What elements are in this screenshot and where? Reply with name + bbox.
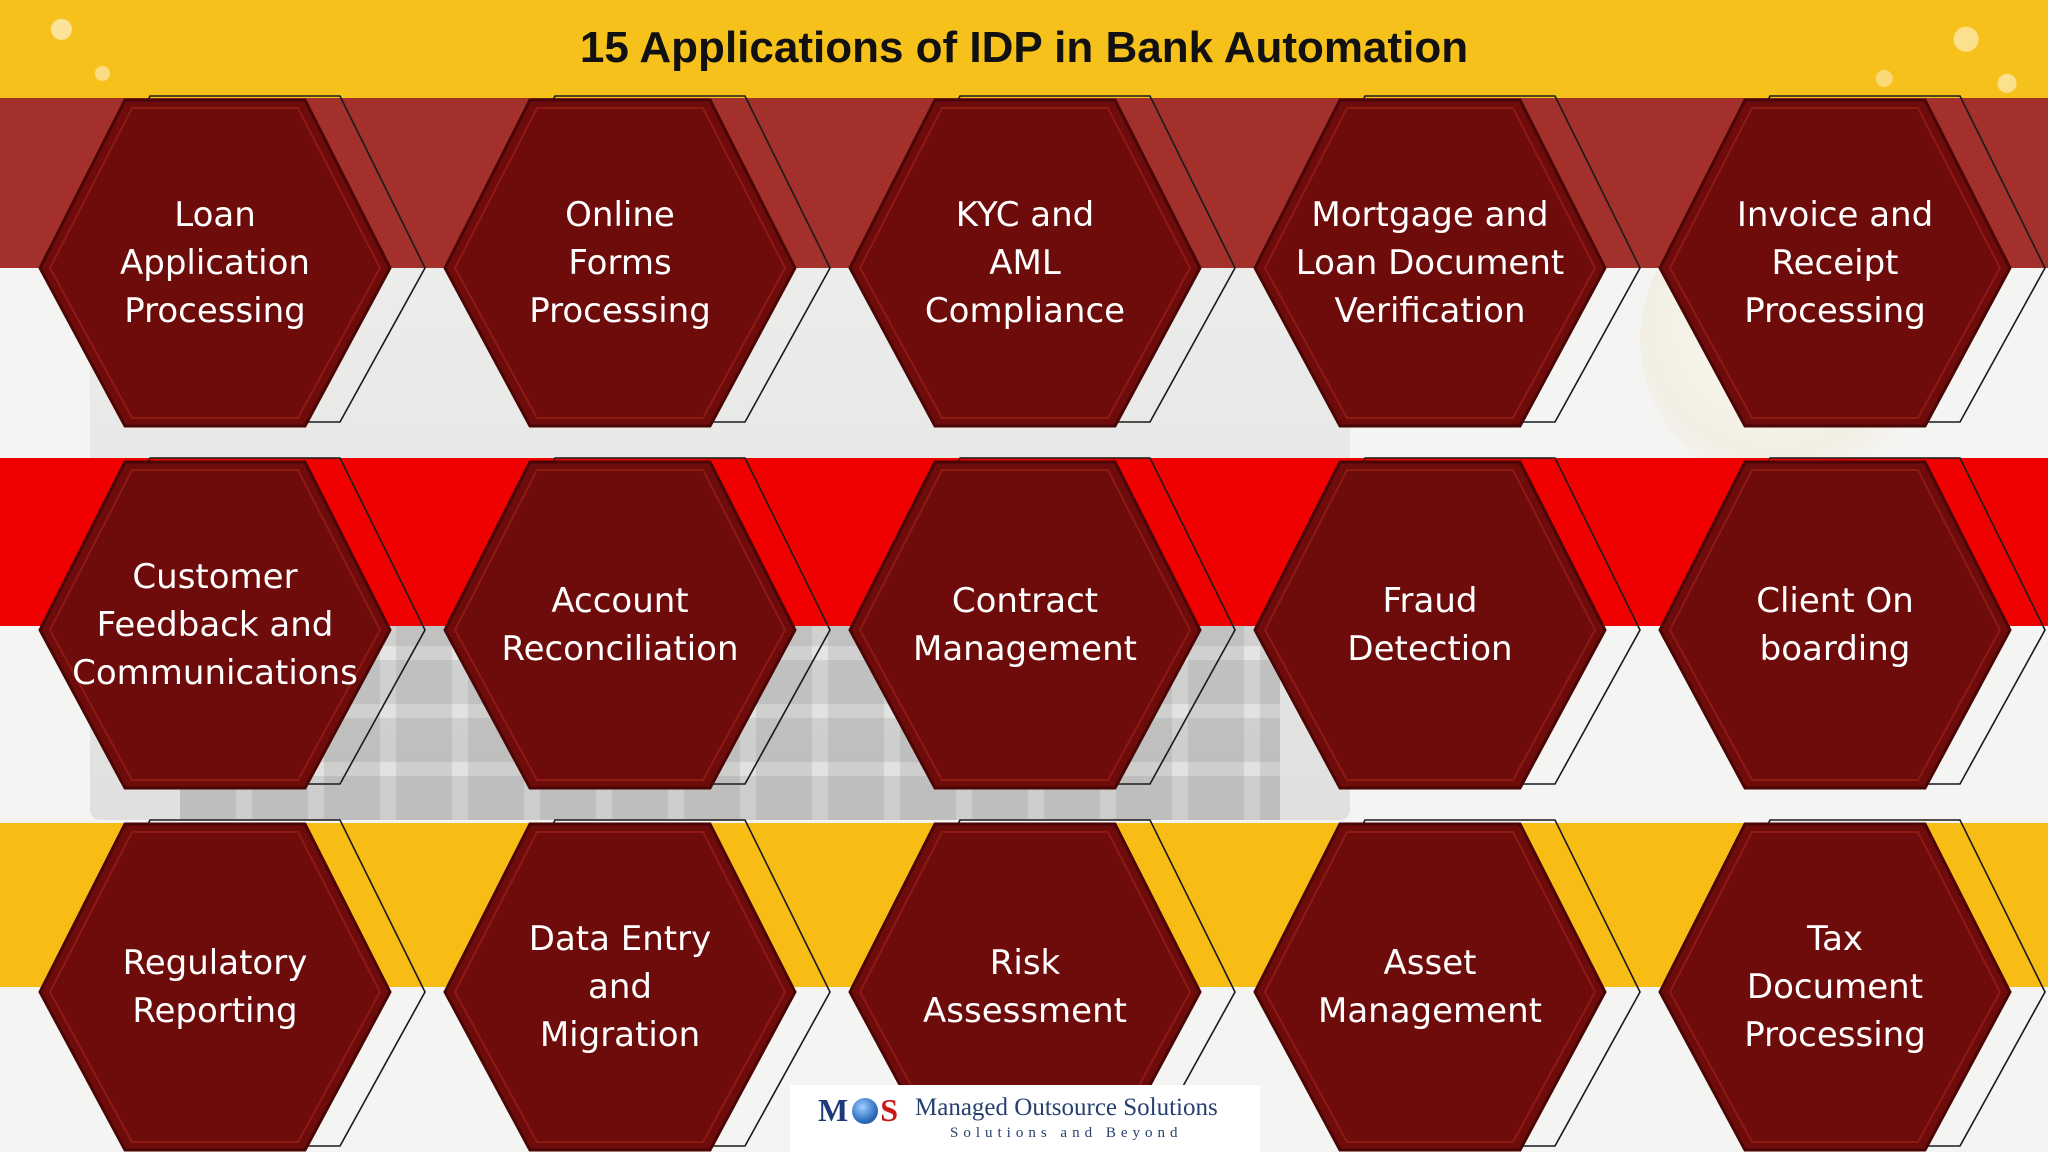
- hexagon-inner-border: [48, 469, 382, 781]
- application-card: KYC and AML Compliance: [848, 95, 1280, 440]
- hexagon-shape: [1253, 95, 1641, 428]
- application-label: KYC and AML Compliance: [924, 195, 1126, 331]
- hexagon-inner-border: [858, 107, 1192, 419]
- application-card: Contract Management: [848, 457, 1280, 802]
- application-card: Customer Feedback and Communications: [38, 457, 470, 802]
- application-label: Fraud Detection: [1347, 581, 1513, 669]
- application-label: Asset Management: [1318, 943, 1542, 1031]
- application-label: Client On boarding: [1756, 581, 1914, 669]
- hexagon-shape: [38, 819, 426, 1152]
- application-label: Tax Document Processing: [1744, 919, 1926, 1055]
- hexagon-fill: [1658, 822, 2012, 1152]
- application-label: Account Reconciliation: [501, 581, 739, 669]
- hexagon-inner-border: [1668, 469, 2002, 781]
- globe-icon: [852, 1098, 879, 1124]
- hexagon-shape: [1253, 457, 1641, 790]
- application-label: Contract Management: [913, 581, 1137, 669]
- application-card: Data Entry and Migration: [443, 819, 875, 1152]
- hexagon-shape: [443, 457, 831, 790]
- hexagon-fill: [38, 460, 392, 790]
- company-tagline: Solutions and Beyond: [950, 1125, 1183, 1141]
- application-label: Risk Assessment: [923, 943, 1127, 1031]
- hexagon-shape: [1658, 95, 2046, 428]
- application-label: Mortgage and Loan Document Verification: [1295, 195, 1565, 331]
- application-label: Invoice and Receipt Processing: [1736, 195, 1934, 331]
- hexagon-fill: [848, 98, 1202, 428]
- hexagon-fill: [38, 822, 392, 1152]
- hexagon-fill: [443, 822, 797, 1152]
- application-card: Account Reconciliation: [443, 457, 875, 802]
- logo-letter-m: M: [818, 1092, 851, 1128]
- hexagon-shape: [1658, 819, 2046, 1152]
- application-card: Asset Management: [1253, 819, 1685, 1152]
- application-card: Client On boarding: [1658, 457, 2048, 802]
- hexagon-fill: [1658, 460, 2012, 790]
- application-card: Tax Document Processing: [1658, 819, 2048, 1152]
- hexagon-fill: [1253, 822, 1607, 1152]
- application-card: Loan Application Processing: [38, 95, 470, 440]
- hexagon-fill: [1253, 460, 1607, 790]
- hexagon-shape: [443, 95, 831, 428]
- application-card: Online Forms Processing: [443, 95, 875, 440]
- application-label: Customer Feedback and Communications: [72, 557, 358, 693]
- hexagon-fill: [443, 98, 797, 428]
- hexagon-inner-border: [1263, 469, 1597, 781]
- hexagon-shape: [848, 457, 1236, 790]
- application-card: Fraud Detection: [1253, 457, 1685, 802]
- hexagon-shape: [848, 95, 1236, 428]
- hexagon-inner-border: [858, 469, 1192, 781]
- application-card: Invoice and Receipt Processing: [1658, 95, 2048, 440]
- application-card: Risk Assessment: [848, 819, 1280, 1152]
- hexagon-shape: [38, 95, 426, 428]
- hexagon-fill: [1658, 98, 2012, 428]
- company-name: Managed Outsource Solutions: [915, 1094, 1218, 1121]
- application-label: Data Entry and Migration: [528, 919, 712, 1055]
- hexagon-inner-border: [453, 831, 787, 1143]
- hexagon-inner-border: [48, 107, 382, 419]
- hexagon-shape: [443, 819, 831, 1152]
- hexagon-inner-border: [1263, 831, 1597, 1143]
- application-card: Mortgage and Loan Document Verification: [1253, 95, 1685, 440]
- hexagon-inner-border: [1263, 107, 1597, 419]
- hexagon-inner-border: [1668, 107, 2002, 419]
- hexagon-fill: [443, 460, 797, 790]
- hexagon-inner-border: [453, 469, 787, 781]
- hexagon-shape: [38, 457, 426, 790]
- application-label: Loan Application Processing: [120, 195, 310, 331]
- application-label: Online Forms Processing: [529, 195, 711, 331]
- hexagon-fill: [38, 98, 392, 428]
- hexagon-shape: [1658, 457, 2046, 790]
- page-title: 15 Applications of IDP in Bank Automatio…: [579, 23, 1469, 72]
- hexagon-inner-border: [48, 831, 382, 1143]
- application-label: Regulatory Reporting: [122, 943, 308, 1031]
- title-bar: [0, 0, 2048, 98]
- hexagon-inner-border: [1668, 831, 2002, 1143]
- hexagon-shape: [1253, 819, 1641, 1152]
- logo-letter-s: S: [880, 1092, 900, 1128]
- hexagon-inner-border: [453, 107, 787, 419]
- hexagon-fill: [848, 460, 1202, 790]
- hexagon-fill: [1253, 98, 1607, 428]
- application-card: Regulatory Reporting: [38, 819, 470, 1152]
